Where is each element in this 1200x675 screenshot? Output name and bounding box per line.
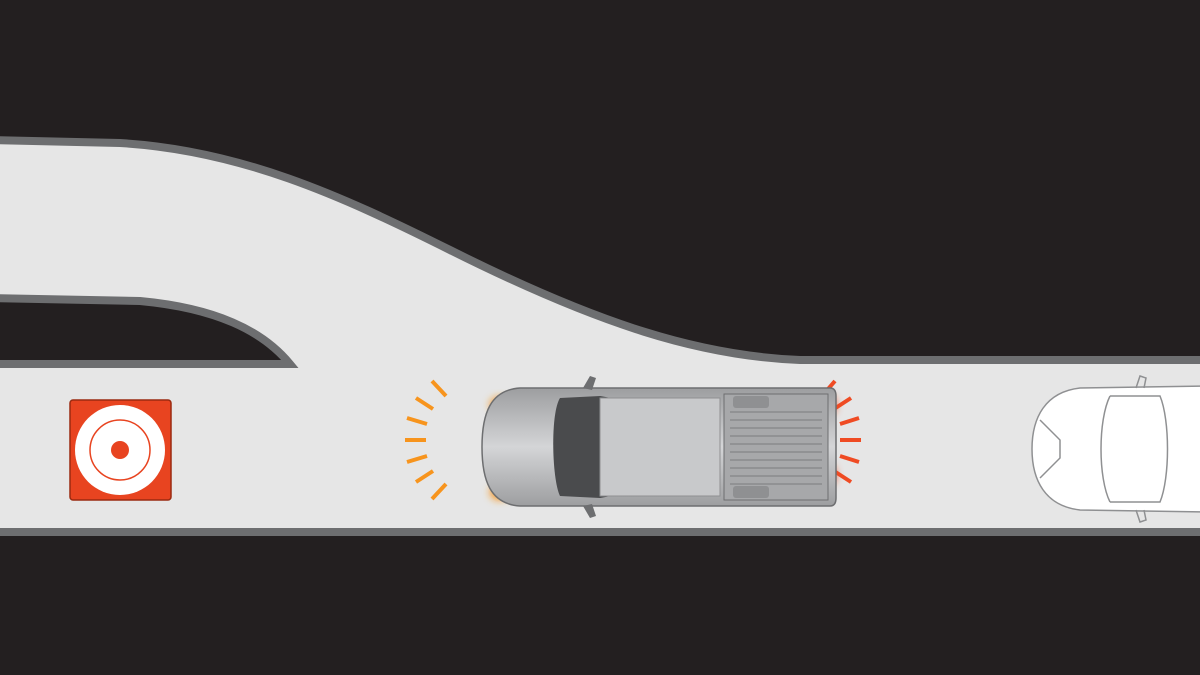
target-icon [69, 399, 172, 501]
pickup-truck [481, 376, 837, 518]
other-vehicle [1031, 375, 1200, 523]
road [0, 136, 1200, 536]
road-island [0, 294, 299, 368]
front-sensor-icon [405, 379, 448, 501]
